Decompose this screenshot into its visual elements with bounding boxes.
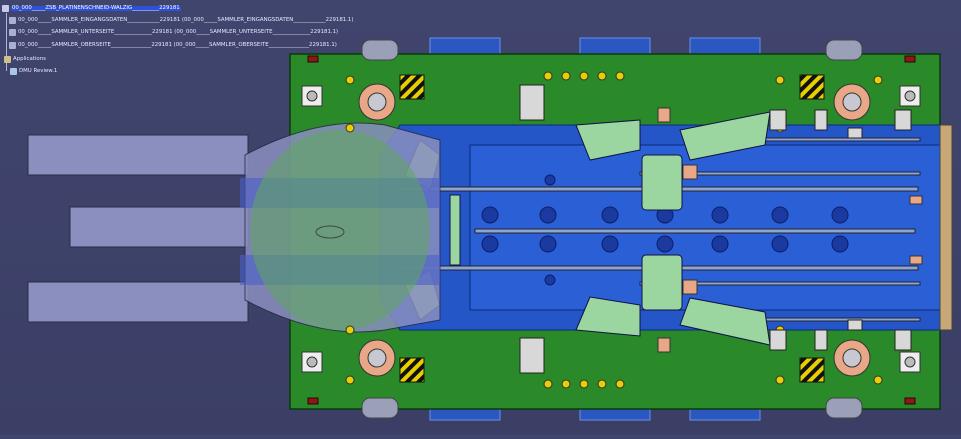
applications-icon [4,56,11,63]
die-region [379,124,941,331]
edge-stoppers [307,55,916,405]
lug-plates [361,39,863,419]
tree-node-dmu-review[interactable]: DMU Review.1 [10,67,57,76]
clamp-devices [519,84,912,374]
misc-pads [657,107,923,353]
product-icon [9,17,16,24]
tree-node-eingangsdaten[interactable]: 00_000_____SAMMLER_EINGANGSDATEN________… [9,16,353,25]
dmu-review-icon [10,68,17,75]
hazard-blocks [399,74,825,383]
tree-root-label: 00_000_____ZSB_PLATINENSCHNEID-WALZIG___… [11,4,181,12]
specification-tree[interactable]: 00_000_____ZSB_PLATINENSCHNEID-WALZIG___… [2,4,362,84]
corner-blocks [301,85,921,373]
product-icon [9,42,16,49]
blank-sheet [27,122,441,333]
tree-node-unterseite[interactable]: 00_000_____SAMMLER_UNTERSEITE___________… [9,28,338,37]
right-strip [939,124,953,331]
guide-pillars [358,83,871,377]
product-icon [9,29,16,36]
tree-node-root[interactable]: 00_000_____ZSB_PLATINENSCHNEID-WALZIG___… [2,4,181,13]
tree-connector [6,13,7,71]
tree-node-oberseite[interactable]: 00_000_____SAMMLER_OBERSEITE____________… [9,41,337,50]
product-root-icon [2,5,9,12]
tree-node-applications[interactable]: Applications [4,55,46,64]
